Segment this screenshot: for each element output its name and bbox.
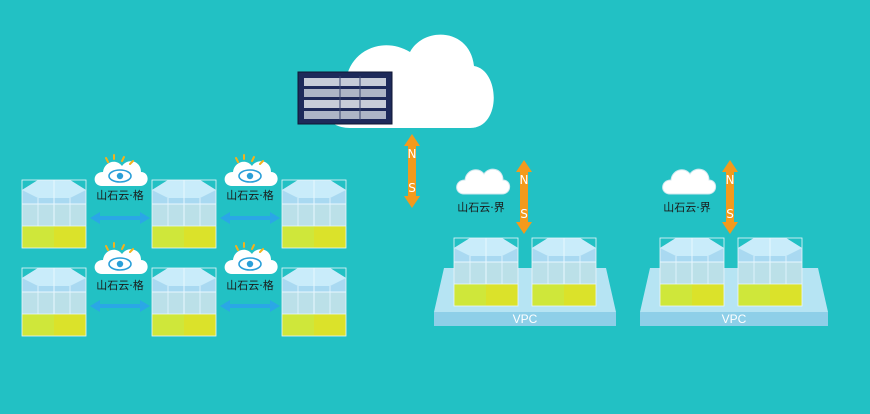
vm-cube	[281, 179, 347, 249]
vm-cube	[21, 179, 87, 249]
vm-cube	[453, 237, 519, 307]
vm-cube	[281, 267, 347, 337]
grid-row-2: 山石云·格 山石云·格	[21, 242, 347, 337]
firewall-chassis-icon	[297, 71, 393, 125]
north-south-arrow-main: N S	[404, 134, 420, 208]
north-south-arrow: N S	[722, 160, 738, 234]
grid-service-label: 山石云·格	[96, 188, 144, 202]
vm-cube	[151, 267, 217, 337]
east-west-arrow	[220, 300, 280, 312]
realm-service-label: 山石云·界	[663, 201, 711, 214]
vm-cube	[531, 237, 597, 307]
cloud-icon	[456, 168, 511, 195]
grid-row-1: 山石云·格 山石云·格	[21, 154, 347, 249]
east-west-arrow	[90, 300, 150, 312]
north-label: N	[520, 173, 529, 187]
north-label: N	[726, 173, 735, 187]
eye-cloud-icon	[93, 242, 149, 275]
vpc-label: VPC	[722, 312, 747, 326]
vm-cube	[737, 237, 803, 307]
grid-service-label: 山石云·格	[226, 188, 274, 202]
vpc-label: VPC	[513, 312, 538, 326]
south-label: S	[408, 181, 416, 195]
north-label: N	[408, 147, 417, 161]
vm-cube	[151, 179, 217, 249]
cloud-icon	[662, 168, 717, 195]
vpc-group-1: VPC 山石云·界 N S	[434, 160, 616, 326]
grid-service-label: 山石云·格	[226, 278, 274, 292]
south-label: S	[726, 207, 734, 221]
north-south-arrow: N S	[516, 160, 532, 234]
eye-cloud-icon	[93, 154, 149, 187]
vm-cube	[659, 237, 725, 307]
east-west-arrow	[220, 212, 280, 224]
south-label: S	[520, 207, 528, 221]
grid-service-label: 山石云·格	[96, 278, 144, 292]
realm-service-label: 山石云·界	[457, 201, 505, 214]
vm-cube	[21, 267, 87, 337]
east-west-arrow	[90, 212, 150, 224]
eye-cloud-icon	[223, 242, 279, 275]
eye-cloud-icon	[223, 154, 279, 187]
vpc-group-2: VPC 山石云·界 N S	[640, 160, 828, 326]
